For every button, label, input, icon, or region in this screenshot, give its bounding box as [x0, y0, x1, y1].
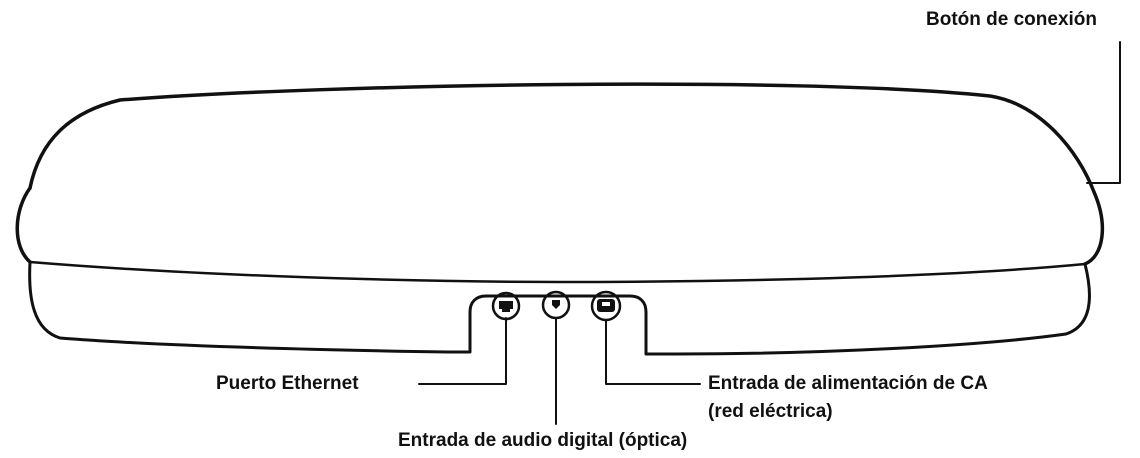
- ethernet-port-label: Puerto Ethernet: [216, 373, 359, 394]
- power-input-label-line2: (red eléctrica): [708, 401, 833, 422]
- digital-audio-input-label: Entrada de audio digital (óptica): [398, 430, 688, 451]
- leader-power: [605, 319, 701, 385]
- soundbar-left-edge: [15, 186, 32, 264]
- soundbar-seam: [28, 260, 1087, 284]
- connect-button-label: Botón de conexión: [926, 9, 1097, 30]
- soundbar-top-outline: [28, 82, 1105, 266]
- power-input-label: Entrada de alimentación de CA: [708, 373, 988, 394]
- leader-connect-button: [1086, 41, 1121, 184]
- leader-ethernet: [418, 317, 507, 385]
- soundbar-front-bottom: [28, 260, 1091, 356]
